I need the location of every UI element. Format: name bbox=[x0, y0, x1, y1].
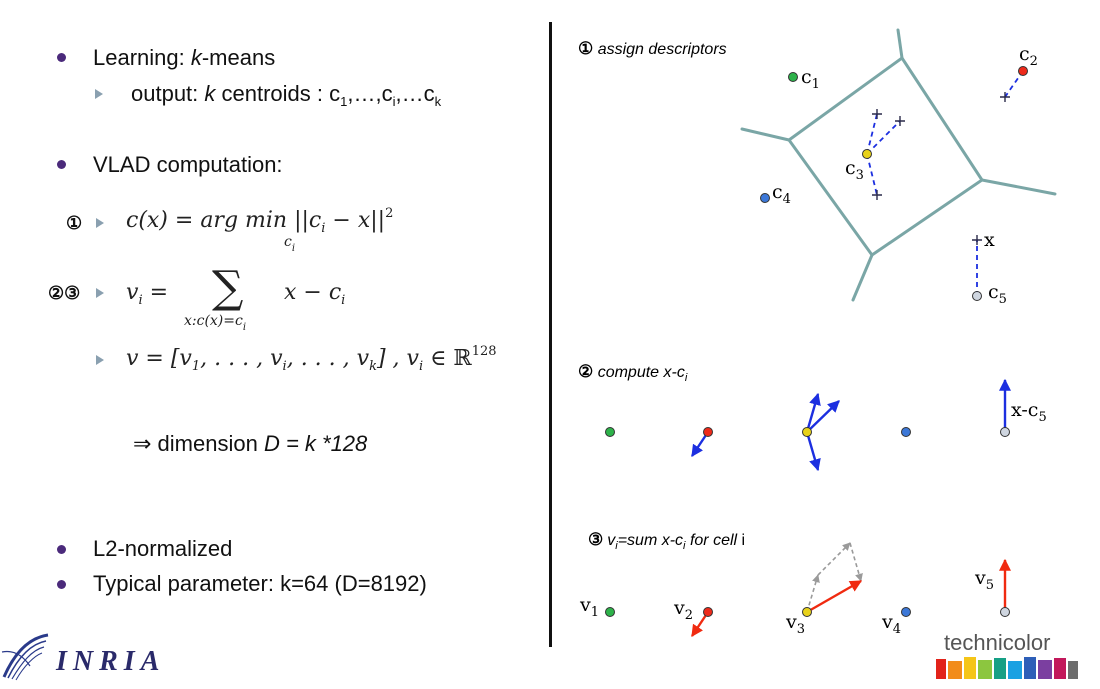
logo-stripe bbox=[936, 659, 946, 679]
residual-arrow bbox=[805, 431, 821, 472]
centroid-c2 bbox=[1018, 66, 1028, 76]
sub-bullet-eq2 bbox=[96, 288, 104, 298]
step1-marker: ① bbox=[66, 213, 83, 233]
bullet-learning bbox=[57, 53, 66, 62]
dimension-line: ⇒ dimension D = k *128 bbox=[133, 431, 368, 456]
centroid-step3-c2 bbox=[703, 607, 713, 617]
logo-stripe bbox=[964, 657, 976, 679]
label-v1: v1 bbox=[579, 594, 599, 620]
voronoi-edges bbox=[740, 28, 1057, 302]
bullet-l2 bbox=[57, 545, 66, 554]
voronoi-edge bbox=[851, 253, 874, 302]
step2-title: ② compute x-ci bbox=[578, 362, 688, 384]
label-v4: v4 bbox=[881, 611, 901, 637]
logo-stripe bbox=[978, 660, 992, 679]
vlad-arrows bbox=[691, 558, 1011, 637]
centroid-step3-c1 bbox=[605, 607, 615, 617]
centroid-c4 bbox=[760, 193, 770, 203]
label-v5: v5 bbox=[974, 567, 994, 593]
centroid-c5 bbox=[972, 291, 982, 301]
step23-marker: ②③ bbox=[48, 283, 81, 303]
gray-arrow bbox=[817, 542, 851, 576]
residual-arrows bbox=[691, 378, 1011, 472]
descriptor-point bbox=[872, 109, 882, 119]
column-divider bbox=[549, 22, 552, 647]
descriptor-links bbox=[866, 70, 1024, 296]
logo-stripe bbox=[1024, 657, 1036, 679]
residual-arrow bbox=[805, 392, 821, 433]
centroid-step3-c5 bbox=[1000, 607, 1010, 617]
logo-stripe bbox=[1038, 660, 1052, 679]
descriptor-link bbox=[866, 120, 901, 155]
sub-bullet-eq1 bbox=[96, 218, 104, 228]
equation-sum-subscript: x:c(x)=ci bbox=[184, 313, 247, 333]
step1-title: ① assign descriptors bbox=[578, 39, 727, 58]
label-v3: v3 bbox=[785, 611, 805, 637]
descriptor-point bbox=[872, 190, 882, 200]
voronoi-edge bbox=[740, 127, 791, 142]
inria-wordmark: INRIA bbox=[56, 646, 166, 677]
sum-symbol: ∑ bbox=[212, 262, 244, 313]
centroid-step3-c3 bbox=[802, 607, 812, 617]
logo-stripe bbox=[1008, 661, 1022, 679]
typical-parameter: Typical parameter: k=64 (D=8192) bbox=[93, 571, 427, 596]
centroid-step2-c2 bbox=[703, 427, 713, 437]
label-x-c5: x-c5 bbox=[1011, 399, 1047, 425]
vlad-title: VLAD computation: bbox=[93, 152, 283, 177]
l2-normalized: L2-normalized bbox=[93, 536, 233, 561]
residual-arrow bbox=[806, 400, 840, 433]
descriptor-link bbox=[866, 153, 878, 196]
descriptor-point bbox=[895, 116, 905, 126]
descriptor-points bbox=[872, 92, 1010, 245]
logo-stripe bbox=[1068, 661, 1078, 679]
centroid-step2-c3 bbox=[802, 427, 812, 437]
label-x: x bbox=[984, 229, 995, 251]
descriptor-point bbox=[1000, 92, 1010, 102]
voronoi-edge bbox=[980, 178, 1057, 196]
technicolor-logo-mark bbox=[936, 657, 1078, 679]
sub-bullet-eq3 bbox=[96, 355, 104, 365]
label-c4: c4 bbox=[772, 181, 791, 207]
summed-gray-arrows bbox=[806, 542, 863, 613]
centroid-c3 bbox=[862, 149, 872, 159]
centroid-step2-c1 bbox=[605, 427, 615, 437]
label-v2: v2 bbox=[673, 597, 693, 623]
logo-stripe bbox=[1054, 658, 1066, 679]
equation-sum-lhs: vi = bbox=[126, 280, 169, 308]
label-c5: c5 bbox=[988, 281, 1007, 307]
output-line: output: k centroids : c1,…,ci,…ck bbox=[131, 81, 442, 109]
voronoi-edge bbox=[896, 28, 904, 60]
label-c2: c2 bbox=[1019, 43, 1038, 69]
equation-assign-subscript: ci bbox=[284, 234, 296, 254]
equation-vlad-vector: v = [v1, . . . , vi, . . . , vk] , vi ∈ … bbox=[126, 344, 497, 374]
descriptor-point bbox=[972, 235, 982, 245]
bullet-vlad bbox=[57, 160, 66, 169]
sub-bullet-output bbox=[95, 89, 103, 99]
bullet-typical bbox=[57, 580, 66, 589]
equation-sum-body: x − ci bbox=[284, 280, 346, 308]
descriptor-link bbox=[866, 113, 878, 155]
centroid-step2-c4 bbox=[901, 427, 911, 437]
label-c1: c1 bbox=[801, 66, 820, 92]
logo-stripe bbox=[994, 658, 1006, 679]
inria-logo-mark bbox=[1, 633, 49, 681]
learning-line: Learning: k-means bbox=[93, 45, 276, 70]
centroid-c1 bbox=[788, 72, 798, 82]
logo-stripe bbox=[948, 661, 962, 679]
label-c3: c3 bbox=[845, 157, 864, 183]
equation-assign: c(x) = arg min ||ci − x||2 bbox=[126, 206, 394, 236]
centroid-step3-c4 bbox=[901, 607, 911, 617]
vlad-arrow bbox=[806, 579, 863, 614]
technicolor-wordmark: technicolor bbox=[944, 630, 1050, 655]
centroid-step2-c5 bbox=[1000, 427, 1010, 437]
gray-arrow bbox=[849, 542, 863, 582]
